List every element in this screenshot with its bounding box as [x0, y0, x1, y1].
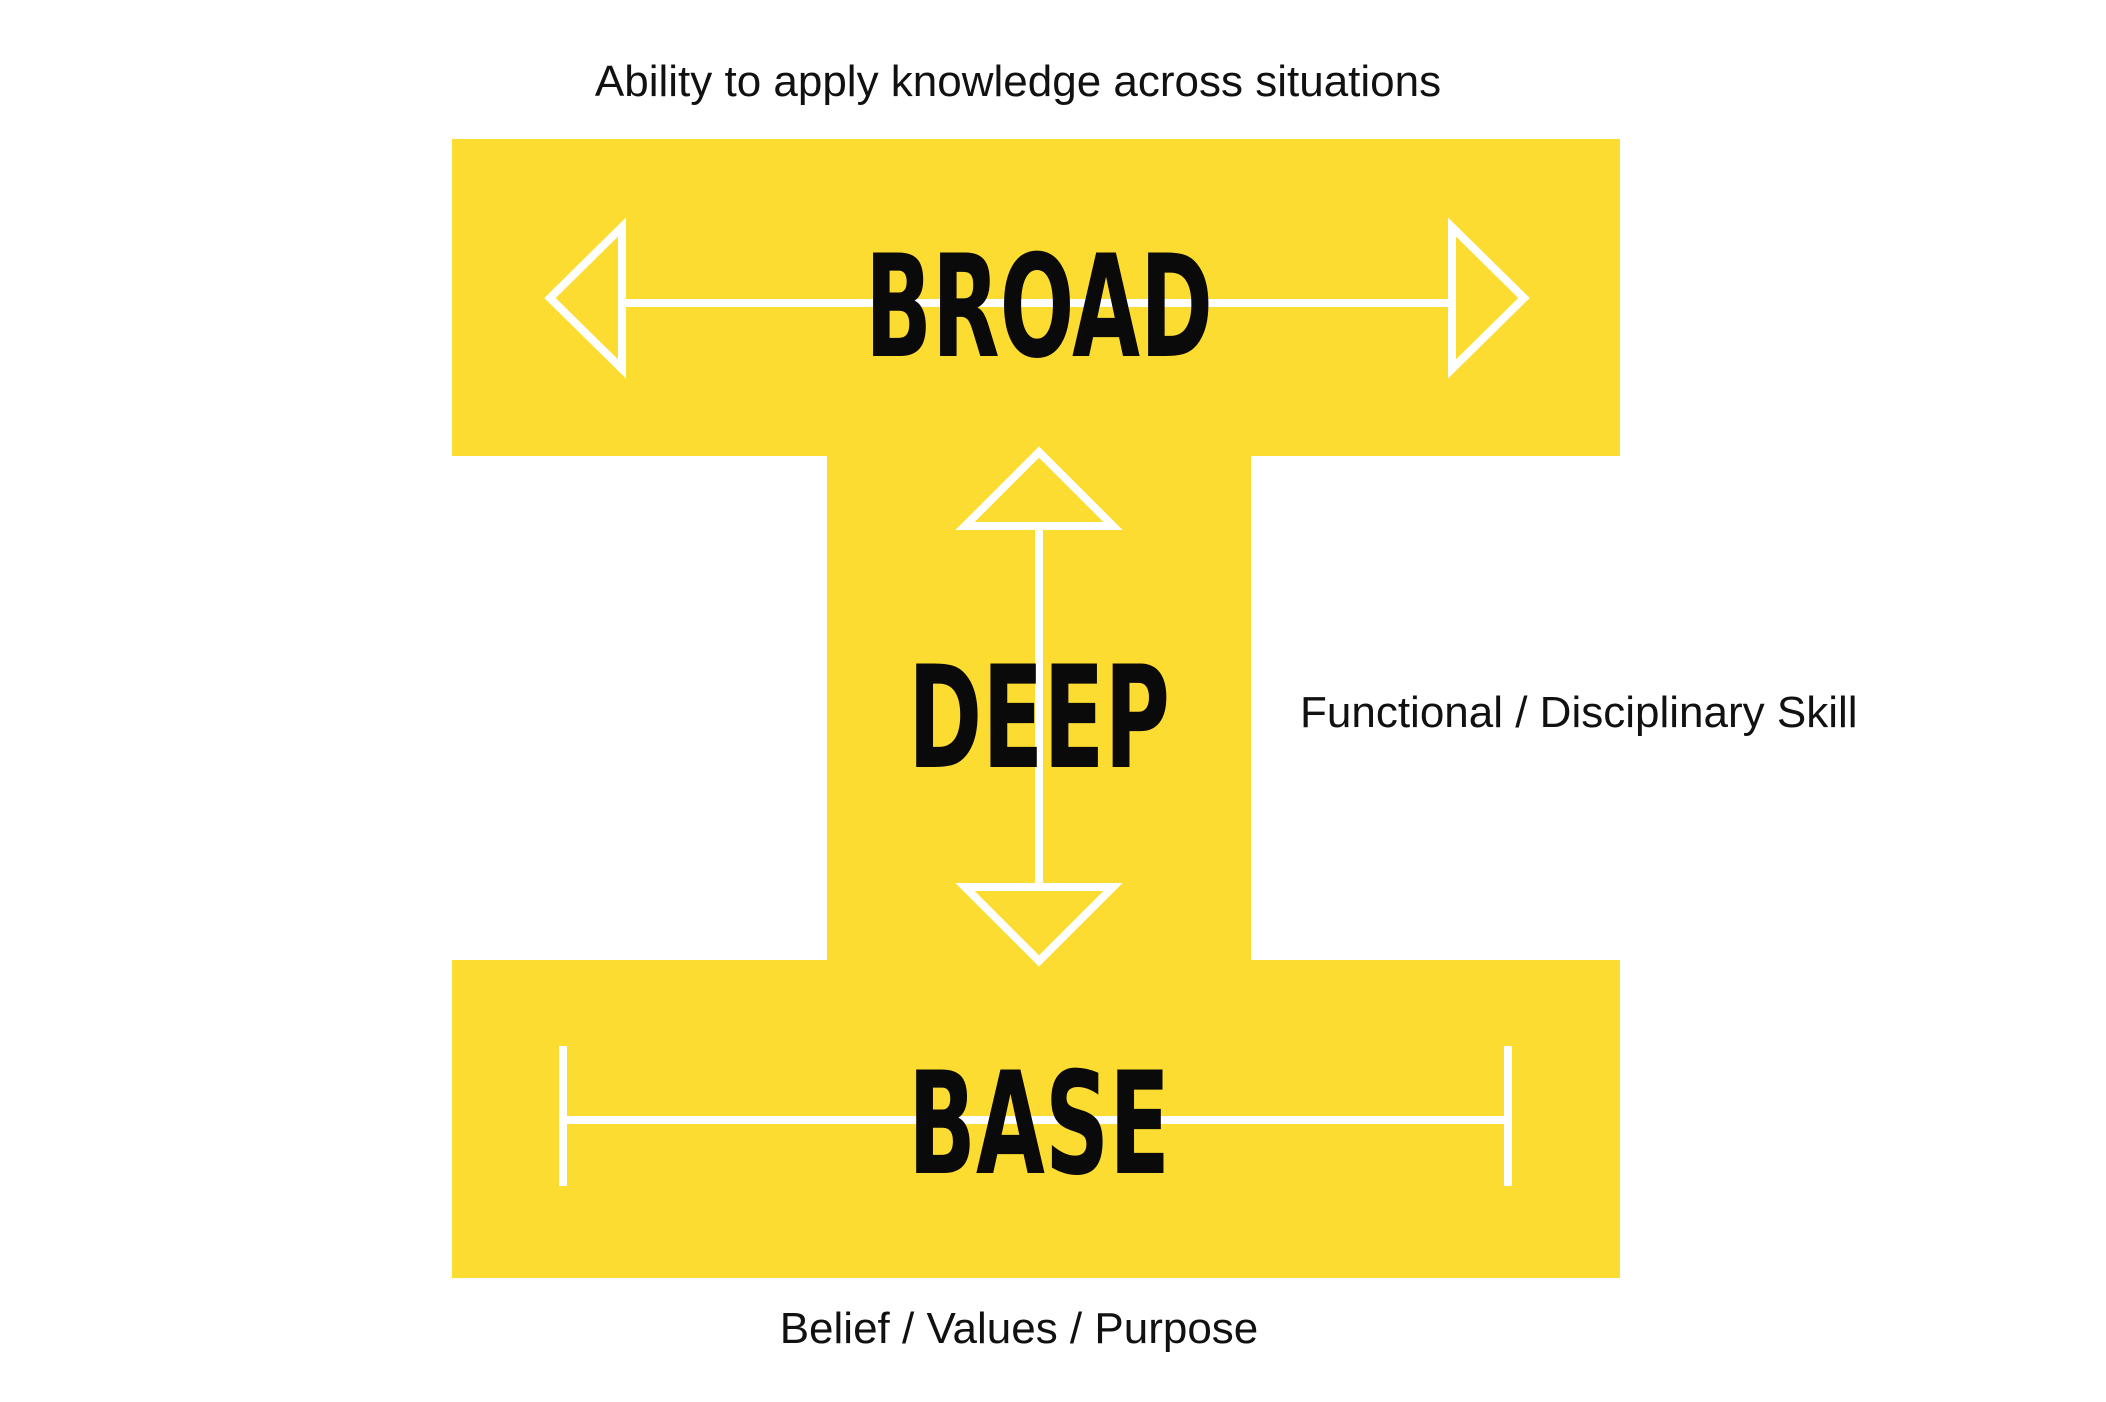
caption-right: Functional / Disciplinary Skill — [1300, 688, 1858, 737]
capped-bar-icon — [559, 1046, 1512, 1186]
label-broad: BROAD — [865, 225, 1213, 390]
top-bar — [452, 139, 1620, 456]
horizontal-double-arrow-icon — [544, 217, 1530, 379]
label-deep: DEEP — [908, 636, 1170, 801]
label-base: BASE — [908, 1042, 1170, 1207]
caption-bottom: Belief / Values / Purpose — [779, 1304, 1259, 1353]
i-shape — [452, 139, 1620, 1278]
caption-top: Ability to apply knowledge across situat… — [594, 57, 1442, 106]
vertical-double-arrow-icon — [955, 446, 1123, 967]
